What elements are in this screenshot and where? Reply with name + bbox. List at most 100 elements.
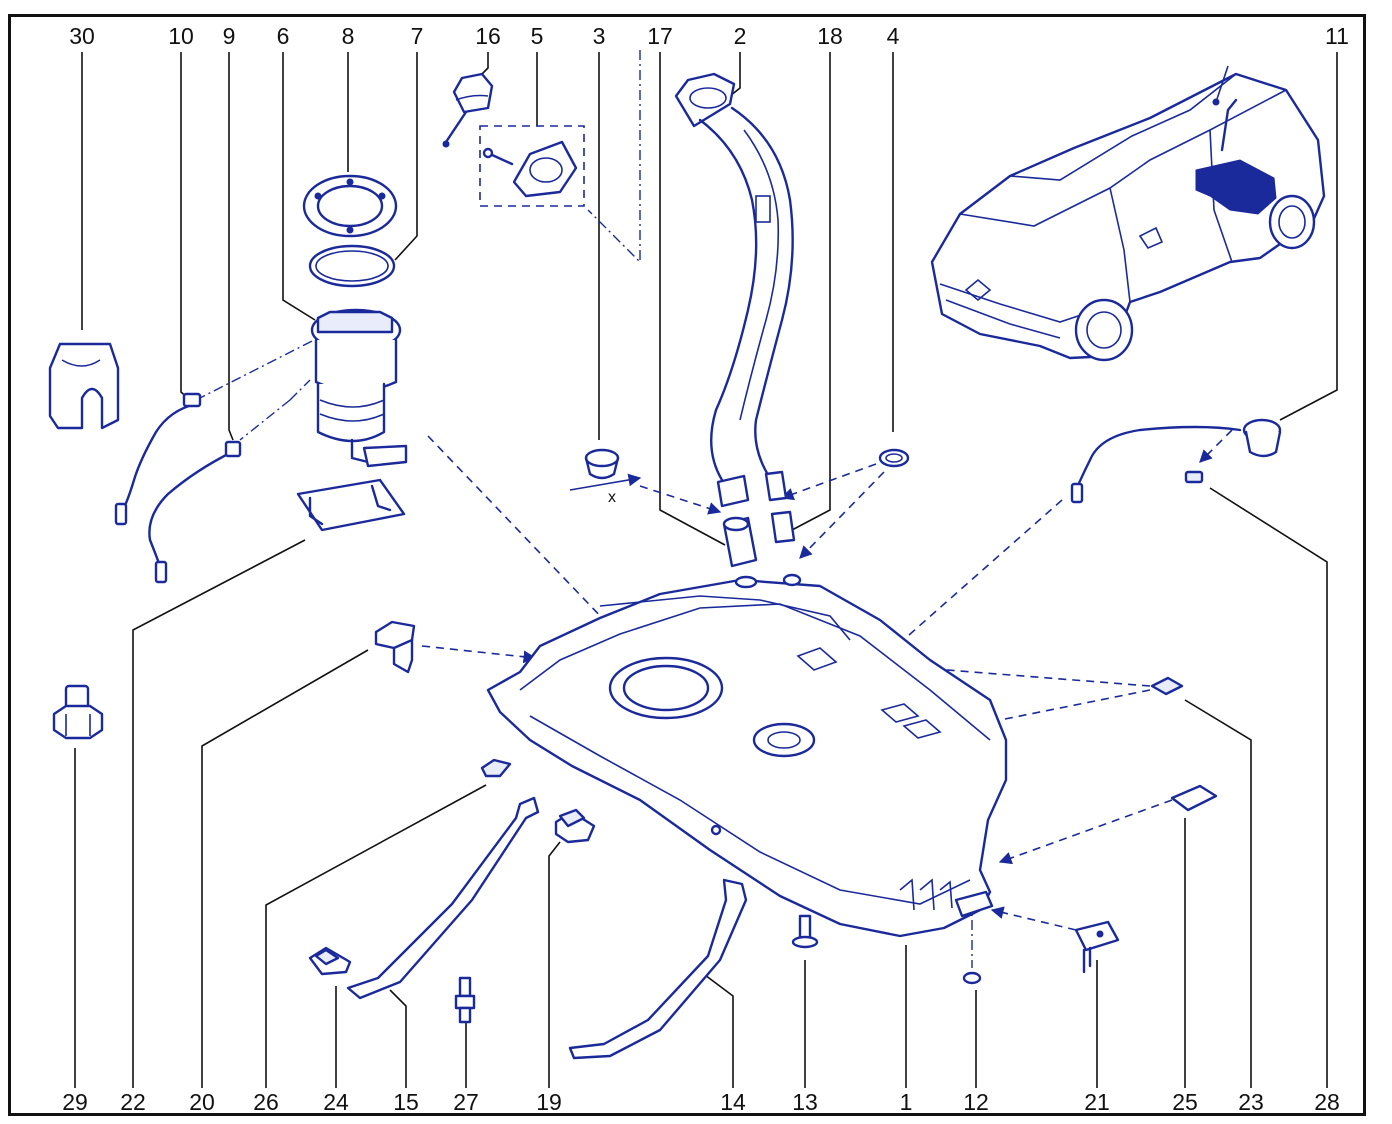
guide-bracket-20 [421,645,537,664]
cap-bracket-box [479,125,585,207]
leader-22 [132,539,306,1088]
part-2-filler-neck [674,72,794,482]
valve-opening [752,722,816,758]
label-3: 3 [593,23,606,49]
bottom-callout-labels: 29 22 20 26 24 15 27 19 14 13 1 12 21 25… [62,1089,1340,1115]
leader-7 [394,52,418,261]
guide-clip-4a [780,463,877,501]
part-14-strap [568,878,748,1060]
leader-20 [201,649,369,1088]
label-18: 18 [817,23,843,49]
diagram-frame [8,14,1366,1116]
front-wheel [1074,298,1134,362]
part-26-pad [480,758,512,778]
part-10-sensor-wire [114,392,202,526]
vehicle-inset-car [930,65,1326,362]
label-29: 29 [62,1089,88,1115]
label-23: 23 [1238,1089,1264,1115]
leader-17 [659,52,726,546]
part-17-hose [716,474,758,568]
part-16-fuel-cap [442,72,494,148]
guide-hose-3 [639,485,722,515]
label-10: 10 [168,23,194,49]
leader-6 [282,52,316,321]
part-15-strap [346,796,540,1000]
label-5: 5 [531,23,544,49]
label-16: 16 [475,23,501,49]
label-27: 27 [453,1089,479,1115]
top-leader-lines [81,52,1338,546]
part-3-hose-clamp: x [569,448,642,506]
label-1: 1 [900,1089,913,1115]
part-29-plug [52,684,104,740]
label-9: 9 [223,23,236,49]
label-12: 12 [963,1089,989,1115]
part-19-pad [554,808,596,844]
guide-cap-bracket [587,50,641,264]
part-30-clip [48,342,120,430]
guide-pad-25 [998,799,1173,865]
part-5-filler-bracket [482,140,578,198]
label-6: 6 [277,23,290,49]
top-callout-labels: 30 10 9 6 8 7 16 5 3 17 2 18 4 11 [69,23,1349,49]
part-11-vent-valve [1070,418,1282,504]
guide-sensor-9 [239,379,311,441]
leader-18 [791,52,831,531]
leader-9 [228,52,234,441]
dimension-x: x [608,489,616,506]
bottom-leader-lines [74,487,1328,1088]
label-7: 7 [411,23,424,49]
part-23-pad [1150,676,1184,696]
label-13: 13 [792,1089,818,1115]
label-20: 20 [189,1089,215,1115]
part-12-washer [962,971,982,985]
label-22: 22 [120,1089,146,1115]
part-6-fuel-pump [310,308,408,468]
guide-vent-line [789,499,1063,741]
part-1-fuel-tank [486,573,1008,938]
label-11: 11 [1325,23,1349,49]
part-4-clip [878,448,910,468]
label-19: 19 [536,1089,562,1115]
part-18-hose [764,470,796,544]
leader-23 [1184,699,1252,1088]
part-20-bracket [374,620,416,674]
label-21: 21 [1084,1089,1110,1115]
part-27-stud [454,976,476,1024]
part-24-pad [308,946,352,976]
part-9-sensor-wire [148,440,242,584]
clip-block [48,342,120,430]
leader-11 [1279,52,1338,421]
part-8-locking-ring [302,174,398,238]
guide-valve-11 [1199,429,1233,463]
label-2: 2 [734,23,747,49]
label-28: 28 [1314,1089,1340,1115]
guide-sensor-10 [195,337,319,401]
guide-clip-4b [799,471,885,559]
label-25: 25 [1172,1089,1198,1115]
part-28-clip [1184,470,1204,484]
leader-14 [704,974,734,1088]
label-15: 15 [393,1089,419,1115]
car-logo [964,278,992,302]
leader-15 [389,989,407,1088]
label-17: 17 [647,23,673,49]
part-13-bolt [791,914,819,949]
part-7-seal [308,244,396,288]
part-21-bracket [1074,920,1120,974]
label-8: 8 [342,23,355,49]
guide-bracket-21 [990,906,1077,931]
leader-19 [548,841,561,1088]
label-26: 26 [253,1089,279,1115]
label-24: 24 [323,1089,349,1115]
plug-hex [52,704,104,740]
label-14: 14 [720,1089,746,1115]
leader-28 [1209,487,1328,1088]
label-4: 4 [887,23,900,49]
leader-26 [265,784,487,1088]
rear-wheel [1268,194,1316,250]
leader-10 [180,52,191,401]
label-30: 30 [69,23,95,49]
inset-fuel-tank-highlight [1195,159,1277,215]
